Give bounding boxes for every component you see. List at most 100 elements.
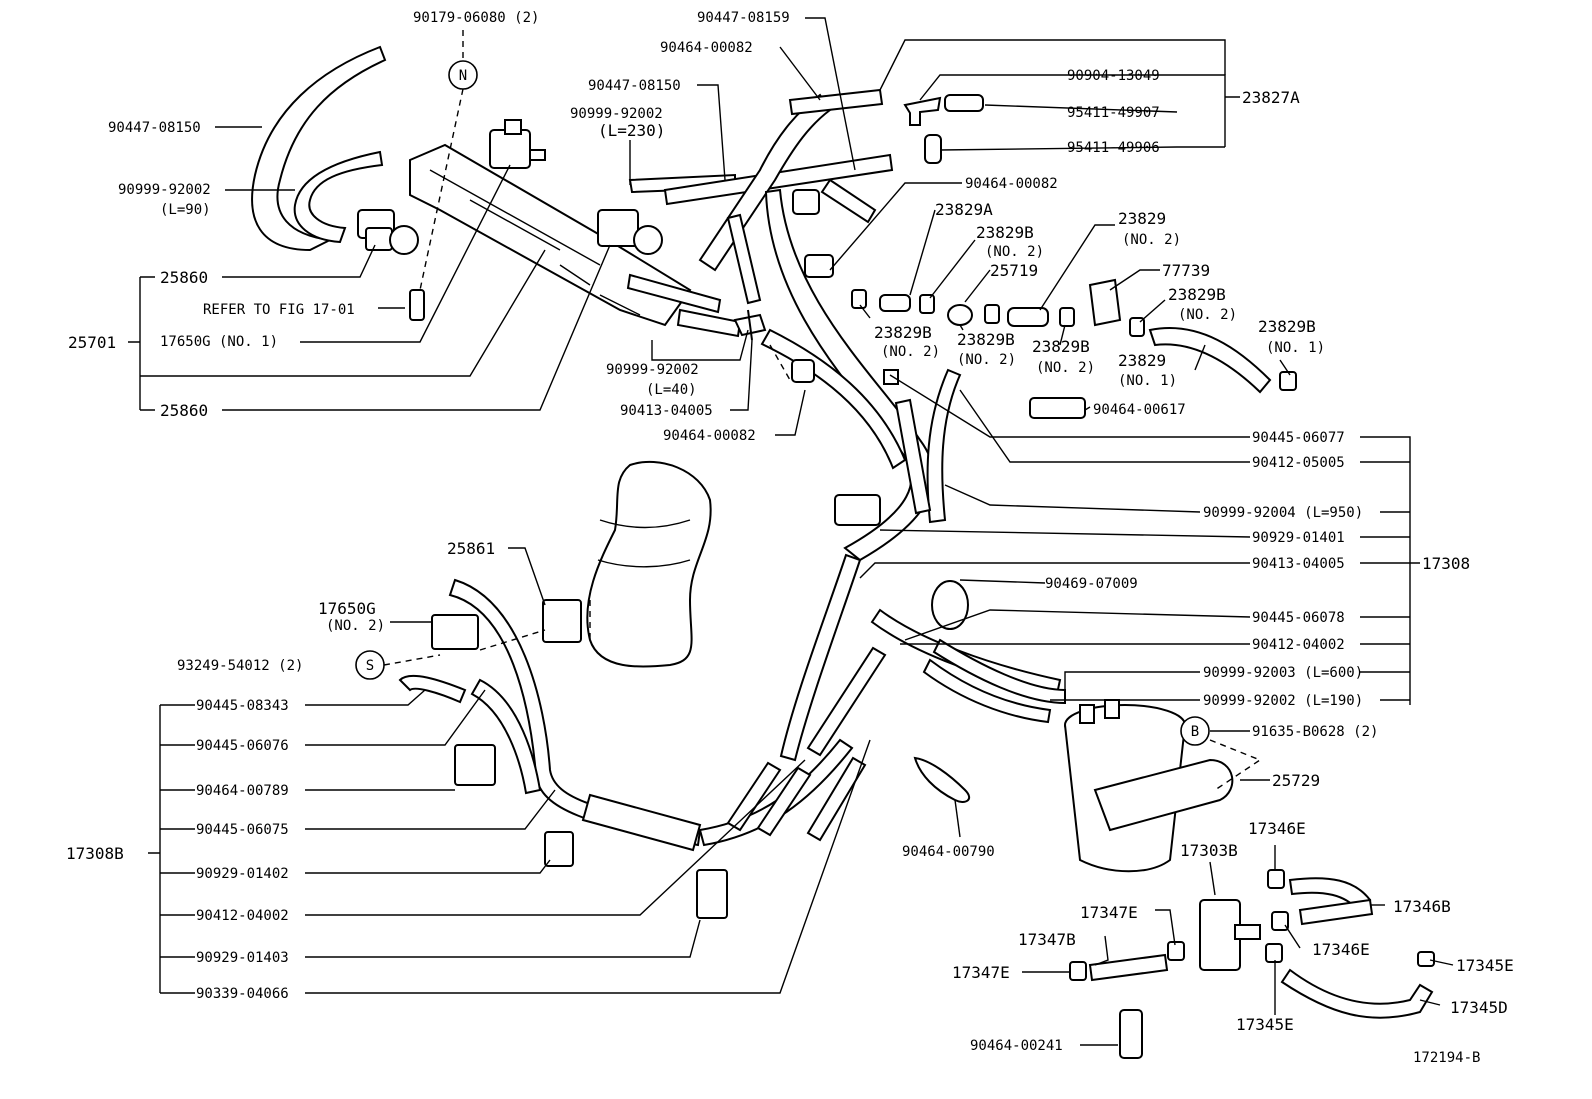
label-90445-06076: 90445-06076 [196, 738, 289, 754]
vsv-17650g-no2 [431, 614, 479, 650]
small-clamps-bottom [1069, 869, 1435, 981]
label-90445-08343: 90445-08343 [196, 698, 289, 714]
label-95411-49907: 95411-49907 [1067, 105, 1160, 121]
label-90929-01403: 90929-01403 [196, 950, 289, 966]
label-90999-92002-l190: 90999-92002 (L=190) [1203, 693, 1363, 709]
label-90412-04002-right: 90412-04002 [1252, 637, 1345, 653]
label-17347e-bottom: 17347E [952, 963, 1010, 982]
bracket-25701 [409, 143, 692, 327]
label-17346e-bottom: 17346E [1312, 940, 1370, 959]
hose-90447-08150-center [726, 213, 762, 305]
hose-short-right [820, 178, 877, 224]
label-23829b-c-no1: (NO. 1) [1266, 340, 1325, 356]
hose-short-curved [293, 150, 384, 244]
label-23829b-a-no2: (NO. 2) [985, 244, 1044, 260]
bracket-detail-1 [429, 169, 641, 316]
label-95411-49906: 95411-49906 [1067, 140, 1160, 156]
label-25861: 25861 [447, 539, 495, 558]
label-90447-08150-left: 90447-08150 [108, 120, 201, 136]
label-90464-00617: 90464-00617 [1093, 402, 1186, 418]
hose-17345d [1280, 968, 1434, 1019]
label-90464-00082-top: 90464-00082 [660, 40, 753, 56]
label-90447-08150-center: 90447-08150 [588, 78, 681, 94]
label-refer-fig: REFER TO FIG 17-01 [203, 302, 355, 318]
hose-l600 [932, 638, 1066, 705]
label-90445-06077: 90445-06077 [1252, 430, 1345, 446]
intake-pipe-detail [597, 519, 691, 568]
label-l230: (L=230) [598, 121, 665, 140]
hose-upper-left [251, 45, 387, 252]
small-clamps-row [851, 289, 1297, 391]
label-90929-01401: 90929-01401 [1252, 530, 1345, 546]
label-90445-06075: 90445-06075 [196, 822, 289, 838]
label-17650g-no2: (NO. 2) [326, 618, 385, 634]
hose-23829-no1 [1148, 327, 1272, 394]
label-90339-04066: 90339-04066 [196, 986, 289, 1002]
hose-lower-left-long [448, 578, 702, 847]
label-23829: 23829 [1118, 209, 1166, 228]
label-l90: (L=90) [160, 202, 211, 218]
label-23829b-b-no2: (NO. 2) [1178, 307, 1237, 323]
intake-pipe [586, 460, 712, 668]
hose-90445-08343 [398, 674, 467, 704]
clip-90464-00241 [1119, 1009, 1143, 1059]
label-23829b-f: 23829B [1032, 337, 1090, 356]
band-clamp-90464-00790 [913, 756, 971, 803]
label-25719: 25719 [990, 261, 1038, 280]
vsv-bracket-right [597, 209, 663, 255]
label-17346b: 17346B [1393, 897, 1451, 916]
label-90469-07009: 90469-07009 [1045, 576, 1138, 592]
label-90179-06080: 90179-06080 (2) [413, 10, 539, 26]
label-90445-06078: 90445-06078 [1252, 610, 1345, 626]
hose-parallel-3 [756, 766, 812, 837]
callout-circle-b: B [1180, 716, 1210, 746]
charcoal-canister [1064, 699, 1234, 873]
label-90464-00082-center: 90464-00082 [663, 428, 756, 444]
vsv-17650g-no1 [489, 119, 546, 169]
label-90413-04005-center: 90413-04005 [620, 403, 713, 419]
label-23829b-b: 23829B [1168, 285, 1226, 304]
svg-text:S: S [366, 658, 374, 674]
label-17346e-top: 17346E [1248, 819, 1306, 838]
group-17308b-labels: 90445-08343 90445-06076 90464-00789 9044… [196, 698, 289, 1002]
label-25860-bottom: 25860 [160, 401, 208, 420]
label-90999-92002-l40: 90999-92002 [606, 362, 699, 378]
hose-17347b [1088, 953, 1169, 982]
label-90999-92002-center: 90999-92002 [570, 106, 663, 122]
fitting-90445-06077 [883, 369, 899, 385]
clip-90464-00617 [1029, 397, 1086, 419]
label-90412-04002-left: 90412-04002 [196, 908, 289, 924]
label-23829b-e-no2: (NO. 2) [957, 352, 1016, 368]
hose-parallel-2 [726, 761, 782, 832]
clip-90929-01402 [544, 831, 574, 867]
label-23829b-d: 23829B [874, 323, 932, 342]
hose-lower-left-short [470, 678, 542, 795]
hose-90447-08159 [663, 153, 894, 206]
svg-text:N: N [459, 68, 467, 84]
fitting-90904-13049 [903, 96, 942, 126]
label-90413-04005-right: 90413-04005 [1252, 556, 1345, 572]
label-90464-00082-right: 90464-00082 [965, 176, 1058, 192]
group-17308-labels: 90445-06077 90412-05005 90999-92004 (L=9… [1045, 430, 1470, 709]
callout-circle-s: S [355, 650, 385, 680]
label-17345d: 17345D [1450, 998, 1508, 1017]
label-17308b: 17308B [66, 844, 124, 863]
label-17345e-bottom: 17345E [1236, 1015, 1294, 1034]
clip-90464-00789 [454, 744, 496, 786]
label-90999-92003: 90999-92003 (L=600) [1203, 665, 1363, 681]
hose-bracket-to-tee [626, 273, 722, 314]
hose-17346b-2 [1298, 898, 1374, 926]
hose-coiled-right [788, 88, 884, 116]
gasket-90469-07009 [931, 580, 969, 630]
hose-95411-49907 [944, 94, 984, 112]
label-90464-00790: 90464-00790 [902, 844, 995, 860]
label-23829b-c: 23829B [1258, 317, 1316, 336]
label-90447-08159: 90447-08159 [697, 10, 790, 26]
hose-main-trunk [764, 188, 935, 562]
label-23829-no1-code: 23829 [1118, 351, 1166, 370]
right-top-labels: 90904-13049 95411-49907 95411-49906 2382… [874, 68, 1325, 418]
label-17650g-no1: 17650G (NO. 1) [160, 334, 278, 350]
hose-vertical-mid [894, 398, 932, 515]
clip-90929-01403 [696, 869, 728, 919]
